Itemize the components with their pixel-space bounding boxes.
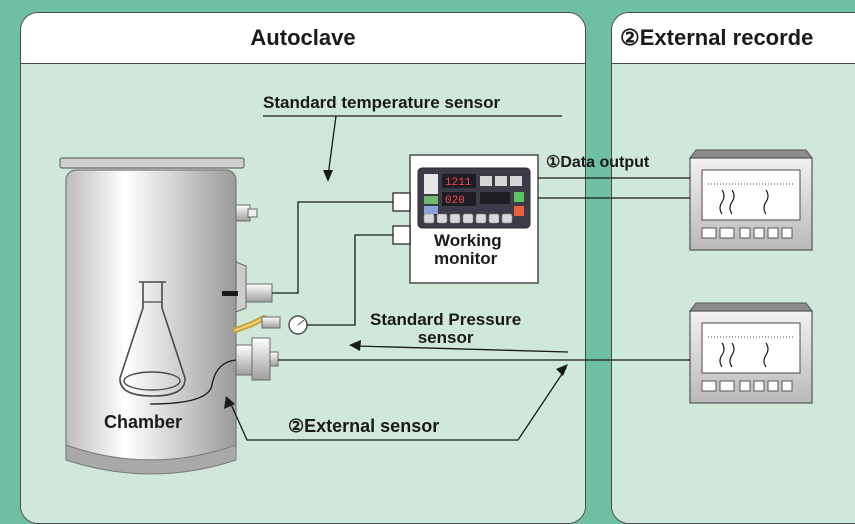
- external-recorder-2: [689, 302, 813, 404]
- standard-pressure-sensor-label-line2: sensor: [417, 328, 474, 347]
- standard-temperature-sensor-label: Standard temperature sensor: [263, 93, 501, 112]
- upper-port: [235, 204, 258, 222]
- data-output-label: ①Data output: [546, 154, 650, 171]
- working-monitor-label: Working monitor: [434, 232, 502, 268]
- working-monitor-label-line1: Working: [434, 231, 502, 250]
- autoclave-title: Autoclave: [21, 13, 585, 64]
- external-sensor-port: [235, 337, 279, 381]
- standard-pressure-sensor-label: Standard Pressure sensor: [370, 311, 521, 347]
- diagram-artwork: 1211 020: [59, 115, 813, 475]
- svg-text:1211: 1211: [445, 177, 472, 189]
- external-recorder-panel-body: [612, 64, 855, 523]
- pressure-sensor-valve: [233, 315, 308, 335]
- chamber-tank: [59, 157, 245, 475]
- external-recorder-panel: ②External recorde: [611, 12, 855, 524]
- temperature-sensor-port: [222, 261, 273, 313]
- working-monitor-device: 1211 020: [392, 154, 539, 284]
- external-sensor-label: ②External sensor: [288, 416, 440, 436]
- flask-icon: [119, 281, 186, 397]
- svg-text:020: 020: [445, 195, 465, 207]
- chamber-label: Chamber: [104, 412, 183, 432]
- external-recorder-1: [689, 149, 813, 251]
- arrowheads: [224, 170, 568, 409]
- standard-pressure-sensor-label-line1: Standard Pressure: [370, 310, 522, 329]
- connection-lines: [149, 115, 690, 441]
- working-monitor-label-line2: monitor: [434, 249, 498, 268]
- external-recorder-title: ②External recorde: [612, 13, 855, 64]
